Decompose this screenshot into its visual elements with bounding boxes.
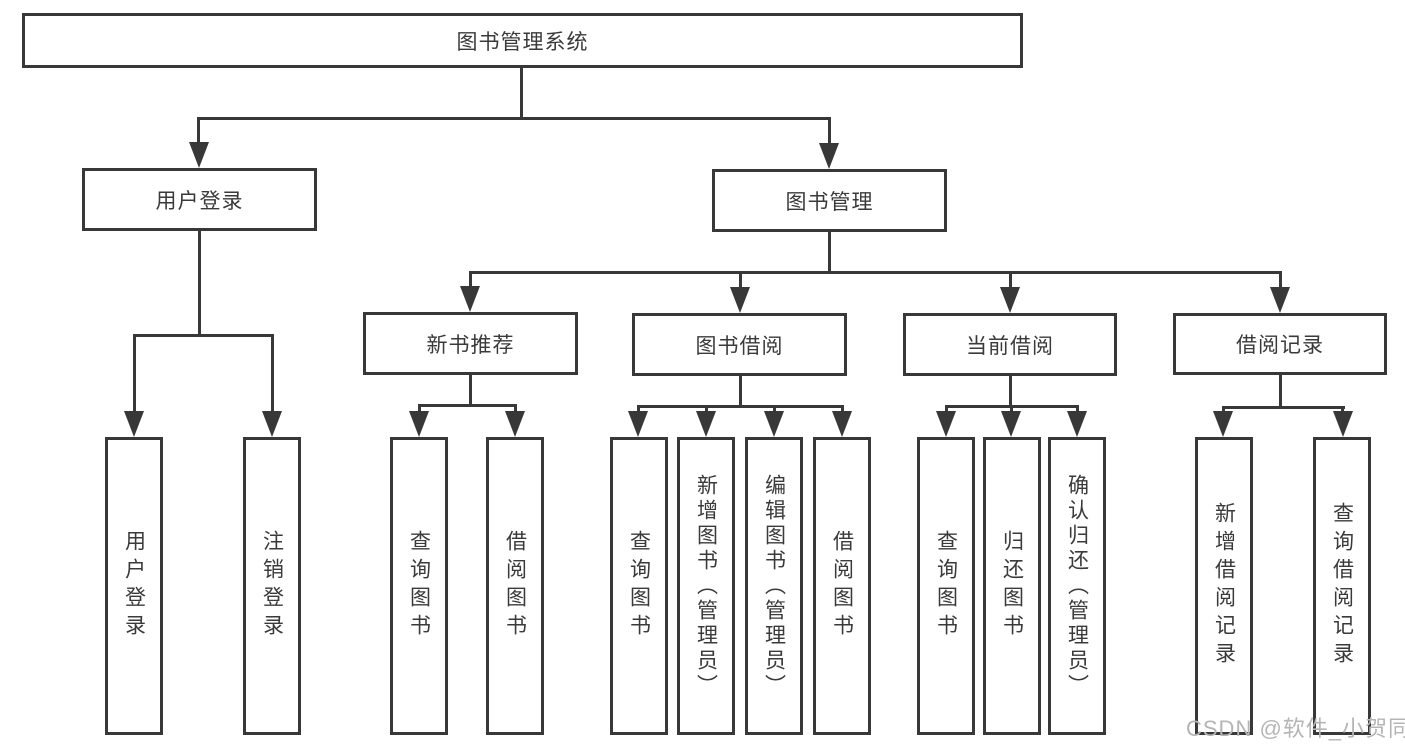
leaf-cb-confirm-return-admin-label: 确认归还（管理员） (1065, 473, 1089, 699)
connector-drop-leaf-user-login (133, 334, 136, 414)
leaf-bb-edit-books-admin: 编辑图书（管理员） (745, 437, 803, 735)
node-current-borrow: 当前借阅 (903, 313, 1117, 376)
connector-drop-nr-query (418, 404, 421, 414)
csdn-watermark: CSDN @软件_小贺同学 (1186, 716, 1405, 741)
connector-drop-bb-edit (773, 405, 776, 414)
arrowhead-br-query (1333, 411, 1353, 437)
arrowhead-cb-query (936, 411, 956, 437)
node-new-book-recommend-label: 新书推荐 (426, 333, 515, 357)
connector-drop-nr-borrow (514, 404, 517, 414)
leaf-bb-query-books-label: 查询图书 (627, 530, 651, 642)
arrowhead-cur-borrow (1000, 287, 1020, 313)
node-book-borrow: 图书借阅 (632, 313, 847, 376)
arrowhead-nr-borrow (505, 411, 525, 437)
node-book-borrow-label: 图书借阅 (695, 334, 784, 358)
leaf-user-login: 用户登录 (105, 437, 163, 735)
arrowhead-book-borrow (730, 287, 750, 313)
leaf-rec-borrow-books: 借阅图书 (486, 437, 544, 735)
arrowhead-bb-edit (764, 411, 784, 437)
node-root: 图书管理系统 (22, 13, 1023, 68)
arrowhead-user-login (189, 142, 209, 168)
leaf-cb-query-books-label: 查询图书 (934, 530, 958, 642)
node-user-login-label: 用户登录 (155, 189, 244, 213)
connector-drop-br-add (1222, 406, 1225, 414)
connector-cur-borrow-stem (1009, 376, 1012, 407)
connector-new-rec-stem (469, 375, 472, 406)
node-borrow-records: 借阅记录 (1173, 313, 1387, 375)
connector-new-rec-bar (418, 404, 517, 407)
connector-drop-cb-query (945, 405, 948, 414)
connector-book-borrow-stem (739, 376, 742, 407)
connector-drop-br-query (1341, 406, 1344, 414)
arrowhead-bb-borrow (832, 411, 852, 437)
leaf-user-login-label: 用户登录 (122, 530, 146, 642)
node-current-borrow-label: 当前借阅 (966, 334, 1054, 358)
connector-borrow-rec-bar (1222, 406, 1345, 409)
node-book-management: 图书管理 (712, 169, 947, 232)
leaf-cb-confirm-return-admin: 确认归还（管理员） (1048, 437, 1106, 735)
arrowhead-new-rec (460, 286, 480, 312)
connector-user-login-bar (133, 334, 274, 337)
leaf-br-query-record: 查询借阅记录 (1313, 437, 1371, 735)
connector-drop-book-borrow (739, 271, 742, 289)
arrowhead-nr-query (409, 411, 429, 437)
arrowhead-cb-return (1001, 411, 1021, 437)
arrowhead-br-add (1213, 411, 1233, 437)
connector-user-login-stem (198, 231, 201, 335)
connector-book-borrow-bar (637, 405, 844, 408)
leaf-cb-return-books: 归还图书 (983, 437, 1041, 735)
connector-drop-leaf-logout (271, 334, 274, 414)
leaf-br-add-record-label: 新增借阅记录 (1212, 502, 1236, 670)
leaf-br-query-record-label: 查询借阅记录 (1330, 502, 1354, 670)
leaf-br-add-record: 新增借阅记录 (1195, 437, 1253, 735)
leaf-bb-edit-books-admin-label: 编辑图书（管理员） (762, 473, 786, 699)
leaf-bb-borrow-books-label: 借阅图书 (830, 530, 854, 642)
node-borrow-records-label: 借阅记录 (1236, 334, 1324, 357)
connector-drop-book-mgmt (828, 117, 831, 147)
leaf-rec-borrow-books-label: 借阅图书 (503, 530, 527, 642)
connector-drop-user-login (197, 117, 200, 147)
connector-drop-new-rec (469, 271, 472, 289)
connector-drop-cur-borrow (1009, 271, 1012, 289)
leaf-bb-borrow-books: 借阅图书 (813, 437, 871, 735)
arrowhead-borrow-rec (1270, 287, 1290, 313)
connector-drop-bb-borrow (841, 405, 844, 414)
arrowhead-bb-add (696, 411, 716, 437)
connector-drop-bb-query (637, 405, 640, 414)
connector-borrow-rec-stem (1279, 375, 1282, 408)
node-book-management-label: 图书管理 (785, 190, 874, 214)
leaf-rec-query-books-label: 查询图书 (407, 530, 431, 642)
leaf-logout: 注销登录 (243, 437, 301, 735)
node-root-label: 图书管理系统 (456, 30, 589, 54)
connector-drop-bb-add (705, 405, 708, 414)
leaf-cb-return-books-label: 归还图书 (1000, 530, 1024, 642)
arrowhead-cb-confirm (1067, 411, 1087, 437)
arrowhead-book-mgmt (819, 143, 839, 169)
connector-drop-cb-return (1010, 405, 1013, 414)
leaf-bb-query-books: 查询图书 (610, 437, 668, 735)
connector-drop-borrow-rec (1279, 271, 1282, 289)
node-user-login: 用户登录 (82, 168, 317, 231)
leaf-bb-add-books-admin: 新增图书（管理员） (677, 437, 735, 735)
arrowhead-leaf-user-login (124, 411, 144, 437)
leaf-rec-query-books: 查询图书 (390, 437, 448, 735)
connector-book-mgmt-stem (828, 232, 831, 273)
connector-root-stem (520, 68, 523, 120)
leaf-bb-add-books-admin-label: 新增图书（管理员） (694, 473, 718, 699)
arrowhead-bb-query (628, 411, 648, 437)
leaf-logout-label: 注销登录 (260, 530, 284, 642)
leaf-cb-query-books: 查询图书 (917, 437, 975, 735)
connector-level2-bar (197, 117, 831, 120)
connector-drop-cb-confirm (1076, 405, 1079, 414)
connector-level3-bar (469, 271, 1281, 274)
node-new-book-recommend: 新书推荐 (363, 312, 578, 375)
arrowhead-leaf-logout (262, 411, 282, 437)
